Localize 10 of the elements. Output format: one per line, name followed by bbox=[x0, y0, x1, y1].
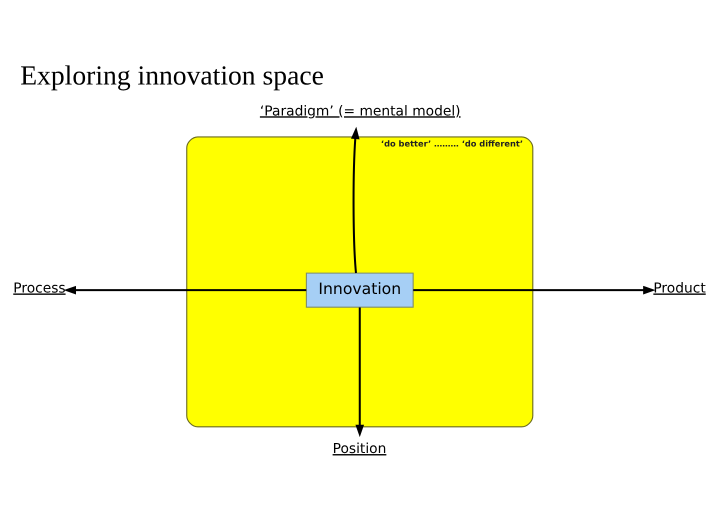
arrow bbox=[413, 286, 656, 294]
node-text: ‘Paradigm’ (= mental model) bbox=[260, 103, 461, 120]
node-text: Position bbox=[332, 441, 386, 458]
node-box: Innovation bbox=[306, 272, 414, 308]
node-text: Product bbox=[653, 280, 706, 296]
node-text: Process bbox=[13, 280, 66, 296]
arrow bbox=[355, 307, 364, 438]
arrow bbox=[350, 126, 360, 274]
arrow bbox=[64, 286, 306, 294]
diagram-title: Exploring innovation space bbox=[20, 59, 324, 90]
